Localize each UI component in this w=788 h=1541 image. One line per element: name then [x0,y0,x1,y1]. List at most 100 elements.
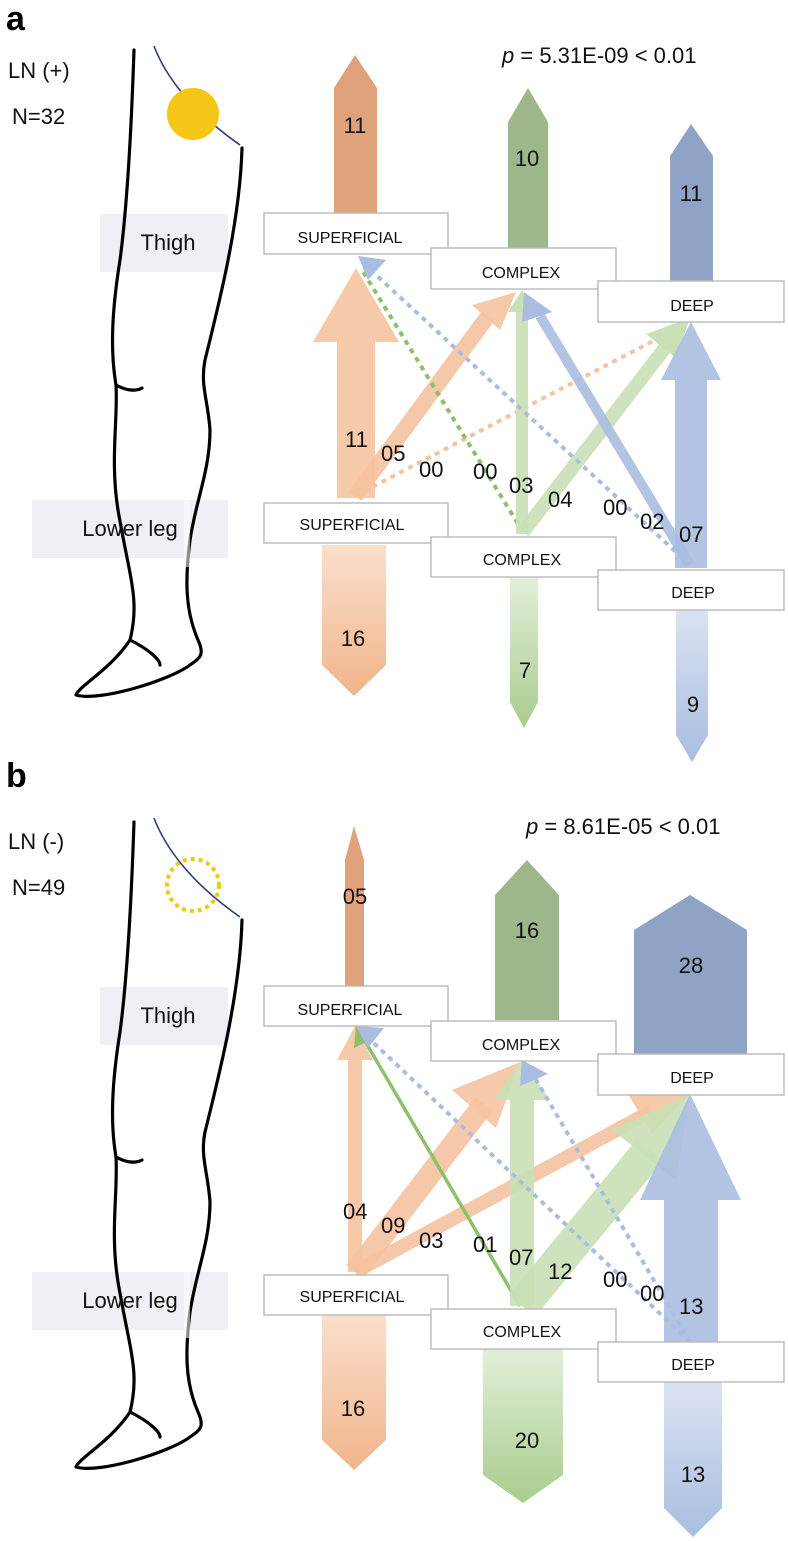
box-label: DEEP [671,585,715,602]
sup-to-com-arrow [346,1097,493,1279]
transition-arrows [313,256,721,568]
leg-outline-icon [74,48,244,698]
box-label: COMPLEX [482,265,561,282]
transition-value: 09 [381,1213,405,1238]
box-label: COMPLEX [483,1324,562,1341]
deep-to-com-arrow [535,313,695,568]
transition-value: 12 [548,1259,572,1284]
lower-leg-label: Lower leg [82,1288,177,1313]
com-to-sup-arrow [360,268,525,534]
deep-to-sup-head [356,1026,384,1048]
sup-leg-arrow [322,545,386,696]
transition-value: 04 [343,1199,367,1224]
sup-thigh-arrow [345,826,364,988]
transition-value: 13 [679,1294,703,1319]
box-superficial-thigh [263,212,449,255]
com-thigh-arrow [508,88,548,248]
leg-gap-mark [184,487,190,567]
lymph-node-dashed-icon [165,857,221,913]
transition-value: 00 [473,459,497,484]
sup-to-com-arrow [348,311,495,501]
box-deep-leg [597,569,785,611]
transition-value: 03 [509,473,533,498]
com-to-com-arrow [516,310,528,534]
transition-value: 11 [345,427,368,452]
deep-to-sup-head [358,256,386,280]
sup-thigh-arrow [334,55,377,215]
box-complex-thigh [430,247,617,290]
deep-leg-arrow [664,1382,722,1537]
thigh-value-deep: 11 [680,181,703,206]
sup-to-deep-arrow [351,1105,654,1279]
deep-thigh-arrow [670,124,713,282]
box-deep-thigh [597,280,785,323]
leg-value-superficial: 16 [341,626,365,651]
leg-gap-mark [184,1258,190,1338]
thigh-value-complex: 10 [515,146,539,171]
sample-size: N=49 [12,875,65,900]
transition-value: 04 [548,487,572,512]
com-thigh-arrow [495,860,559,1020]
sup-leg-arrow [322,1315,386,1470]
panel-letter: a [6,0,26,38]
thigh-label: Thigh [140,1003,195,1028]
box-complex-thigh [430,1020,617,1062]
box-deep-leg [597,1341,785,1383]
group-label: LN (-) [8,829,64,854]
lower-leg-label: Lower leg [82,516,177,541]
leg-value-complex: 20 [515,1428,539,1453]
transition-value: 03 [419,1228,443,1253]
p-value: p = 8.61E-05 < 0.01 [525,814,721,839]
leg-value-superficial: 16 [341,1396,365,1421]
com-to-deep-arrow [517,339,674,537]
sample-size: N=32 [12,104,65,129]
transition-value: 07 [679,522,703,547]
leg-outline-icon [74,820,244,1470]
lymph-node-icon [167,88,219,140]
thigh-value-complex: 16 [515,918,539,943]
sup-to-com-head [472,292,516,330]
panel-b: b LN (-) N=49 p = 8.61E-05 < 0.01 Thigh … [6,757,785,1537]
deep-to-deep-arrow [640,1094,741,1342]
panel-letter: b [6,757,27,795]
transition-value: 00 [603,495,627,520]
box-label: SUPERFICIAL [298,230,403,247]
panel-a: a LN (+) N=32 p = 5.31E-09 < 0.01 Thigh … [6,0,785,762]
sup-to-sup-arrow [313,268,399,498]
com-leg-arrow [483,1349,563,1503]
deep-thigh-arrow [634,895,747,1055]
box-label: SUPERFICIAL [300,1289,405,1306]
com-leg-arrow [510,578,538,728]
deep-to-com-head [520,1060,548,1086]
box-label: DEEP [670,1070,714,1087]
box-label: DEEP [670,298,714,315]
box-label: DEEP [671,1357,715,1374]
p-value: p = 5.31E-09 < 0.01 [501,43,697,68]
transition-value: 00 [603,1267,627,1292]
sup-to-sup-arrow [337,1026,373,1272]
transition-value: 02 [640,509,664,534]
box-label: COMPLEX [482,1037,561,1054]
thigh-label: Thigh [140,230,195,255]
sup-to-com-head [452,1062,520,1128]
leg-value-complex: 7 [519,658,531,683]
thigh-value-deep: 28 [679,953,703,978]
box-superficial-leg [263,502,449,544]
vessel-line [153,817,241,918]
leg-value-deep: 9 [687,692,699,717]
group-label: LN (+) [8,58,70,83]
transition-arrows [337,1024,741,1344]
transition-value: 00 [419,457,443,482]
deep-leg-arrow [676,608,708,762]
leg-value-deep: 13 [681,1462,705,1487]
transition-value: 00 [640,1281,664,1306]
transition-value: 07 [509,1245,533,1270]
deep-to-deep-arrow [661,322,721,568]
deep-to-com-head [522,292,552,322]
transition-value: 05 [381,441,405,466]
box-label: SUPERFICIAL [298,1002,403,1019]
box-complex-leg [430,536,617,578]
box-label: SUPERFICIAL [300,517,405,534]
